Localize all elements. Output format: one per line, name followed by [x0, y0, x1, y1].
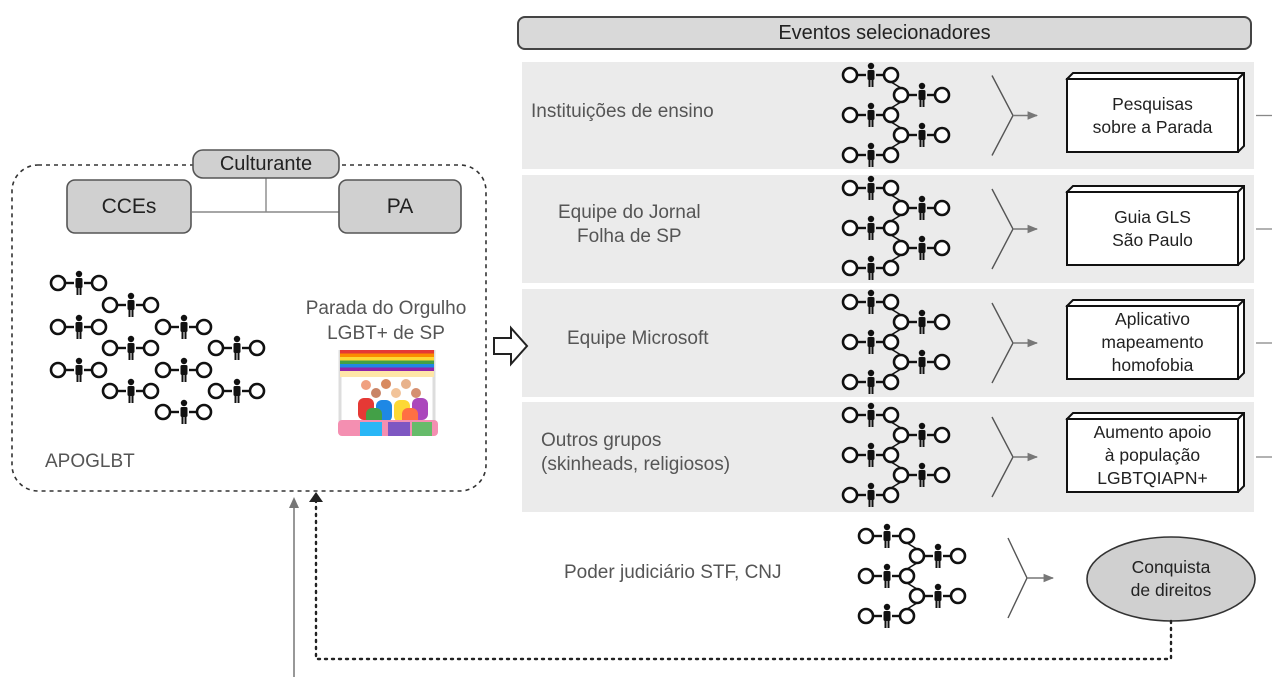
output-box-line: LGBTQIAPN+ — [1097, 468, 1208, 488]
network-of-people-icon — [841, 402, 951, 507]
cces-label: CCEs — [101, 194, 157, 218]
output-box — [1065, 72, 1272, 154]
culturant-label: Culturante — [219, 152, 313, 175]
row-label-line: Outros grupos — [541, 430, 662, 451]
cces-box — [66, 179, 192, 234]
pride-parade-icon — [338, 350, 438, 436]
output-box — [1065, 299, 1272, 381]
organization-label: APOGLBT — [45, 451, 135, 472]
judiciary-output: Conquista de direitos — [1089, 553, 1253, 605]
row-label: Outros grupos (skinheads, religiosos) — [541, 429, 730, 477]
row-label: Equipe Microsoft — [567, 327, 709, 351]
row-connector — [991, 75, 1039, 156]
parade-title-line2: LGBT+ de SP — [327, 323, 445, 344]
row-label-line: Folha de SP — [577, 226, 682, 247]
network-of-people-icon — [841, 289, 951, 394]
feedback-paths — [289, 492, 1173, 677]
row-label-line: Instituições de ensino — [531, 100, 714, 122]
header-bar — [517, 16, 1252, 50]
output-box-line: homofobia — [1111, 355, 1194, 375]
culturant-connectors — [192, 178, 340, 213]
row-label-line: Equipe do Jornal — [558, 202, 701, 223]
culturant-label-box — [192, 149, 340, 179]
output-box-text: Aplicativo mapeamento homofobia — [1067, 306, 1238, 379]
row-connector — [991, 416, 1039, 498]
output-box — [1065, 185, 1272, 267]
row-label-line: (skinheads, religiosos) — [541, 454, 731, 475]
row-label: Instituições de ensino — [531, 100, 714, 124]
hollow-arrow-icon — [493, 325, 529, 367]
pa-box — [338, 179, 462, 234]
pa-label: PA — [386, 194, 414, 218]
header-title: Eventos selecionadores — [778, 22, 991, 44]
network-of-people-icon — [841, 62, 951, 167]
output-box — [1065, 412, 1272, 494]
output-box-line: mapeamento — [1101, 332, 1204, 352]
output-box-line: à população — [1104, 445, 1201, 465]
judiciary-output-line: Conquista — [1131, 557, 1211, 577]
parade-title-line1: Parada do Orgulho — [305, 298, 467, 319]
output-box-line: Pesquisas — [1112, 93, 1193, 114]
output-box-line: sobre a Parada — [1092, 116, 1213, 137]
judiciary-output-line: de direitos — [1130, 580, 1212, 600]
network-of-people-icon — [841, 175, 951, 280]
judiciary-label: Poder judiciário STF, CNJ — [564, 562, 782, 583]
output-box-line: Guia GLS — [1114, 206, 1191, 227]
network-of-people-icon — [857, 523, 967, 628]
judiciary-connector — [1007, 537, 1055, 619]
row-label-line: Equipe Microsoft — [567, 328, 709, 349]
row-connector — [991, 188, 1039, 270]
output-box-line: Aplicativo — [1115, 309, 1190, 329]
output-box-line: São Paulo — [1112, 229, 1193, 250]
row-connector — [991, 302, 1039, 384]
network-of-people-icon — [49, 270, 266, 424]
output-box-line: Aumento apoio — [1093, 422, 1212, 442]
